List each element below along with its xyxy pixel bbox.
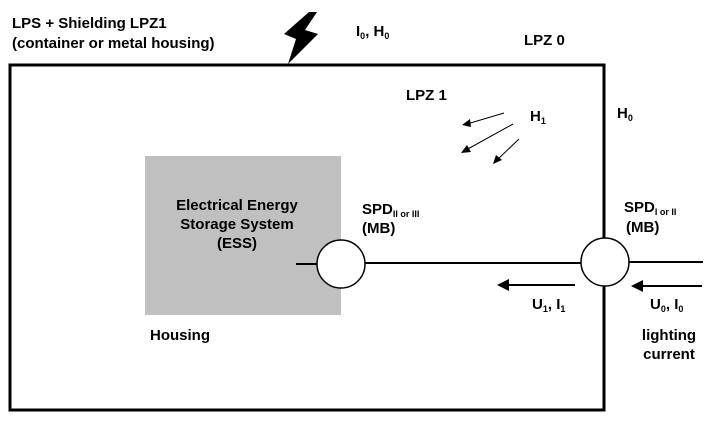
lpz1-label: LPZ 1 — [406, 87, 447, 104]
lightning-current-line-1: lighting — [641, 327, 697, 344]
ess-box — [145, 156, 341, 315]
housing-label: Housing — [150, 327, 210, 344]
ess-label: Electrical Energy Storage System (ESS) — [145, 196, 329, 253]
spd-inner-symbol — [316, 239, 366, 289]
title-line-2: (container or metal housing) — [12, 35, 215, 52]
ess-label-line-3: (ESS) — [216, 235, 257, 252]
spd-outer-type: (MB) — [626, 219, 660, 236]
outer-surge-arrow — [631, 280, 702, 292]
h1-label: H1 — [530, 108, 546, 126]
spd-outer-label: SPDI or II — [624, 199, 677, 217]
ess-label-line-2: Storage System — [180, 216, 294, 233]
h0-label: H0 — [617, 105, 633, 123]
spd-outer-symbol — [580, 237, 630, 287]
field-arrow — [461, 123, 514, 153]
lightning-current-label: lighting current — [634, 326, 704, 364]
spd-inner-type: (MB) — [362, 220, 396, 237]
inner-surge-label: U1, I1 — [532, 296, 566, 314]
title-line-1: LPS + Shielding LPZ1 — [12, 15, 167, 32]
spd-inner-label: SPDII or III — [362, 201, 420, 219]
lightning-current-line-2: current — [643, 346, 695, 363]
inner-surge-arrow — [497, 279, 575, 291]
field-arrow — [493, 138, 520, 164]
outer-surge-label: U0, I0 — [650, 296, 684, 314]
ess-label-line-1: Electrical Energy — [176, 197, 298, 214]
lightning-bolt-icon — [284, 12, 318, 64]
lpz0-label: LPZ 0 — [524, 32, 565, 49]
field-arrow — [462, 112, 505, 127]
lightning-source-label: I0, H0 — [356, 23, 390, 41]
